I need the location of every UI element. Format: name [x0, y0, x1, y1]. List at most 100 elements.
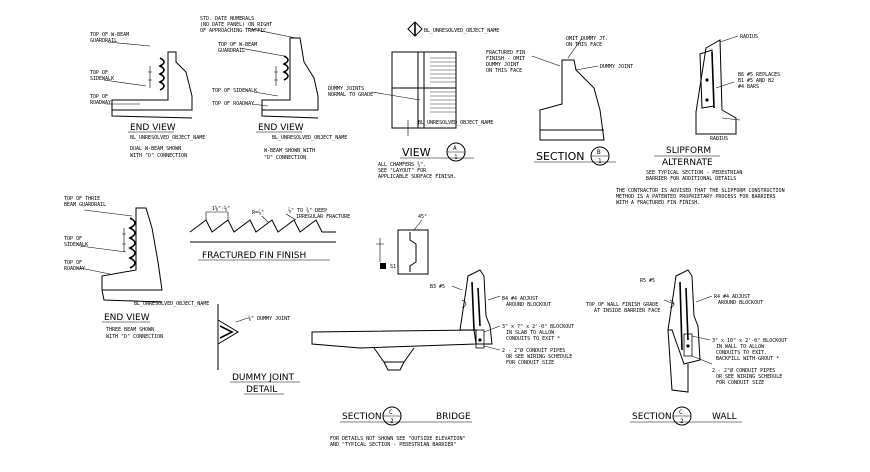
thrie-beam-guardrail: [128, 217, 136, 269]
rebar-dot: [705, 78, 709, 82]
top-note-2: ON THIS FACE: [566, 42, 602, 48]
end-view-2-subtitle: BL_UNRESOLVED_OBJECT_NAME: [272, 135, 347, 141]
label-roadway: ROADWAY: [64, 266, 85, 272]
dim-marks: [274, 66, 278, 86]
slipform-note-1: SEE TYPICAL SECTION - PEDESTRIAN: [646, 170, 742, 176]
adjust-note-1: R4 #4 ADJUST: [714, 294, 750, 300]
contractor-note-2: METHOD IS A PATENTED PROPRIETARY PROCESS…: [616, 194, 776, 200]
blockout-note-2: IN SLAB TO ALLOW: [506, 330, 555, 336]
bars-note-2: B1 #5 AND B2: [738, 78, 774, 84]
section-bridge-marker-letter: C: [389, 409, 393, 416]
label-beam-guardrail: BEAM GUARDRAIL: [64, 202, 106, 208]
left-note-2: FINISH - OMIT: [486, 56, 525, 62]
barrier-profile: [667, 269, 701, 365]
fin-profile: [189, 219, 336, 233]
note-std-date-1: STD. DATE NUMERALS: [200, 16, 254, 22]
note-std-date-2: (NO DATE PANEL) ON RIGHT: [200, 22, 272, 28]
view-a-note-2: SEE "LAYOUT" FOR: [378, 168, 427, 174]
dim-marks: [376, 238, 384, 262]
view-a-title: VIEW: [402, 146, 431, 159]
radius-bottom: RADIUS: [710, 136, 728, 142]
footer-note-1: FOR DETAILS NOT SHOWN SEE "OUTSIDE ELEVA…: [330, 436, 465, 442]
top-note-1: OMIT DUMMY JT.: [566, 36, 608, 42]
conduit-note-2: OR SEE WIRING SCHEDULE: [506, 354, 572, 360]
end-view-3-subtitle: BL_UNRESOLVED_OBJECT_NAME: [134, 301, 209, 307]
end-view-1-caption2: WITH "D" CONNECTION: [130, 153, 187, 159]
leader-lines: [715, 35, 741, 121]
leader-lines: [451, 285, 501, 351]
rebar-hook: [461, 299, 467, 309]
rebar-dot: [705, 98, 709, 102]
slipform-title-1: SLIPFORM: [666, 146, 711, 156]
slipform-title-2: ALTERNATE: [662, 158, 713, 168]
blockout: [475, 329, 485, 349]
end-view-1: TOP OF W-BEAM GUARDRAIL TOP OF SIDEWALK …: [90, 32, 205, 159]
angle-leader: [413, 219, 423, 231]
detail-joint: [409, 232, 417, 272]
small-detail: 45° S1: [376, 214, 429, 275]
view-a-marker-number: 1: [454, 154, 458, 161]
wall-stem: [667, 329, 689, 393]
leader-lines: [261, 213, 297, 223]
leader-lines: [663, 295, 713, 365]
leader-lines: [103, 41, 151, 105]
conduit-note-2: OR SEE WIRING SCHEDULE: [716, 374, 782, 380]
bars-note-3: #4 BARS: [738, 84, 759, 90]
leader-lines: [531, 37, 599, 71]
section-b: FRACTURED FIN FINISH - OMIT DUMMY JOINT …: [486, 36, 633, 166]
barrier-profile: [539, 59, 605, 141]
label-sidewalk: SIDEWALK: [64, 242, 88, 248]
end-view-1-title: END VIEW: [130, 123, 176, 133]
fractured-fin-finish: 1⅝"·⅝" R=⅞" ⅞" TO ¾" DEEP IRREGULAR FRAC…: [189, 205, 350, 261]
dummy-joint-title-1: DUMMY JOINT: [232, 373, 295, 383]
section-b-title: SECTION: [536, 150, 584, 163]
slipform-note-2: BARRIER FOR ADDITIONAL DETAILS: [646, 176, 736, 182]
fin-dim-top: 1⅝"·⅝": [212, 205, 230, 212]
blockout-note-4: BACKFILL WITH GROUT *: [716, 356, 779, 362]
joint-groove: [217, 319, 239, 345]
label-sidewalk: SIDEWALK: [90, 76, 114, 82]
section-wall-marker-number: 2: [680, 418, 684, 425]
view-a: BL_UNRESOLVED_OBJECT_NAME DUMMY JOINTS N…: [328, 21, 499, 180]
radius-top: RADIUS: [740, 34, 758, 40]
fin-hatch: [430, 57, 456, 113]
end-view-2: STD. DATE NUMERALS (NO DATE PANEL) ON RI…: [200, 16, 347, 161]
leader: [235, 317, 249, 323]
label-top-sidewalk: TOP OF SIDEWALK: [212, 88, 257, 94]
section-b-marker-number: 1: [598, 158, 602, 165]
section-bridge: B3 #5 B4 #4 ADJUST AROUND BLOCKOUT 3" x …: [311, 269, 574, 448]
left-note-3: DUMMY JOINT: [486, 62, 519, 68]
section-b-marker-letter: B: [597, 149, 601, 156]
dummy-joint-label: DUMMY JOINT: [600, 64, 633, 70]
adjust-note-1: B4 #4 ADJUST: [502, 296, 538, 302]
joint-note-1: DUMMY JOINTS: [328, 86, 364, 92]
label-guardrail: GUARDRAIL: [218, 48, 245, 54]
blockout: [683, 333, 693, 357]
label-top-of: TOP OF: [64, 236, 82, 242]
rebar: [679, 281, 689, 351]
label-top-of-2: TOP OF: [90, 94, 108, 100]
end-view-3: TOP OF THRIE BEAM GUARDRAIL TOP OF SIDEW…: [64, 196, 209, 340]
conduit-note-3: FOR CONDUIT SIZE: [506, 360, 554, 366]
conduit-note-1: 2 - 2"Ø CONDUIT PIPES: [712, 367, 775, 374]
label-top-w-beam: TOP OF W-BEAM: [90, 32, 129, 38]
end-view-3-title: END VIEW: [104, 313, 150, 323]
fin-depth-note-2: IRREGULAR FRACTURE: [296, 214, 350, 220]
label-top-w-beam: TOP OF W-BEAM: [218, 42, 257, 48]
detail-outline: [397, 229, 429, 275]
footer-note-2: AND "TYPICAL SECTION - PEDESTRIAN BARRIE…: [330, 442, 456, 448]
barrier-profile: [101, 207, 163, 291]
bars-note-1: B6 #5 REPLACES: [738, 72, 780, 78]
section-bridge-title-1: SECTION: [342, 412, 382, 422]
deck-slab: [111, 110, 193, 119]
label-top-of-2: TOP OF: [64, 260, 82, 266]
s1-marker: [380, 263, 386, 269]
grade-note-2: AT INSIDE BARRIER FACE: [594, 308, 660, 314]
conduit-note-3: FOR CONDUIT SIZE: [716, 380, 764, 386]
rebar: [471, 281, 481, 331]
note-std-date-3: OF APPROACHING TRAFFIC: [200, 28, 266, 34]
blockout-note-3: CONDUITS TO EXIT.: [716, 350, 767, 356]
end-view-1-caption1: DUAL W-BEAM SHOWN: [130, 146, 181, 152]
